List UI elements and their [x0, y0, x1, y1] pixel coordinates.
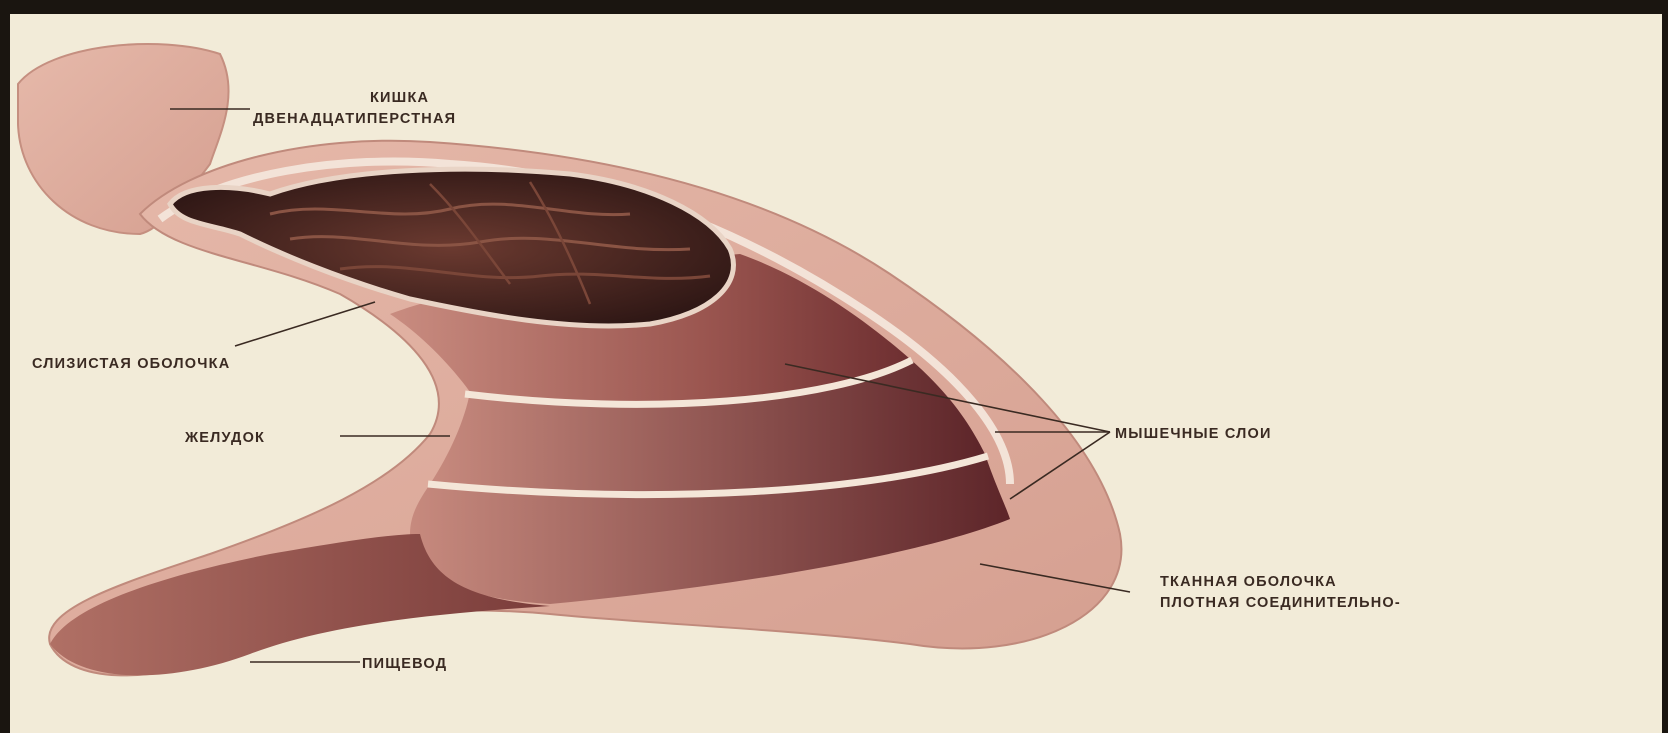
label-mucosa: СЛИЗИСТАЯ ОБОЛОЧКА	[32, 356, 230, 372]
label-duodenum-line1: КИШКА	[370, 90, 429, 106]
label-serosa-line2: ПЛОТНАЯ СОЕДИНИТЕЛЬНО-	[1160, 595, 1401, 611]
stomach-anatomy-illustration: КИШКА ДВЕНАДЦАТИПЕРСТНАЯ СЛИЗИСТАЯ ОБОЛО…	[10, 14, 1662, 733]
label-duodenum-line2: ДВЕНАДЦАТИПЕРСТНАЯ	[253, 111, 456, 127]
label-serosa-line1: ТКАННАЯ ОБОЛОЧКА	[1160, 574, 1337, 590]
label-muscle-layers: МЫШЕЧНЫЕ СЛОИ	[1115, 426, 1272, 442]
label-stomach: ЖЕЛУДОК	[184, 430, 265, 446]
label-esophagus: ПИЩЕВОД	[362, 656, 447, 672]
diagram-canvas: КИШКА ДВЕНАДЦАТИПЕРСТНАЯ СЛИЗИСТАЯ ОБОЛО…	[10, 14, 1662, 733]
